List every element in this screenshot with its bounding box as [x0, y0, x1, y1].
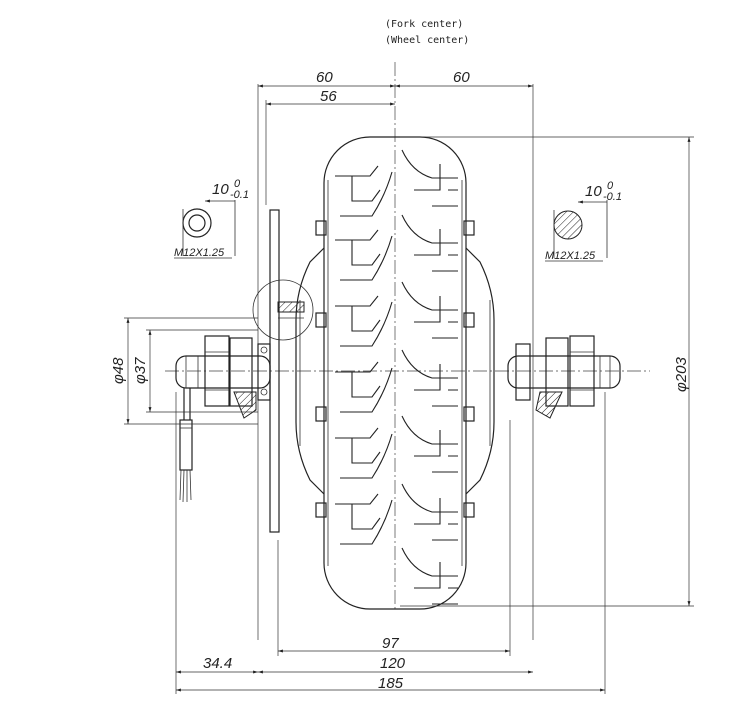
- tread-left-3: [335, 361, 381, 398]
- right-flat-10: 10: [585, 183, 602, 200]
- tread-right-0: [414, 164, 458, 207]
- wheel-center-note: (Wheel center): [385, 35, 469, 46]
- dimension-56: 56: [265, 88, 395, 205]
- left-flat-10: 10: [212, 181, 229, 198]
- bolt-r-2: [463, 406, 475, 422]
- dim-97: 97: [382, 635, 399, 652]
- tread-right-curve-1: [401, 214, 458, 244]
- bottom-dimensions: 97 34.4 120 185: [175, 392, 606, 694]
- tread-left-4: [335, 427, 381, 464]
- tread-left-curve-1: [340, 235, 393, 281]
- hub-shoulder-left: [295, 247, 325, 495]
- fork-center-note: (Fork center): [385, 19, 463, 30]
- right-axle-assembly: [507, 335, 621, 419]
- bolt-r-1: [463, 312, 475, 328]
- tread-right-curve-4: [401, 415, 458, 445]
- tread-right-4: [414, 430, 458, 473]
- dim-60-left: 60: [316, 69, 333, 86]
- dim-34-4: 34.4: [203, 655, 232, 672]
- left-thread: M12X1.25: [174, 247, 225, 259]
- tread-left-curve-4: [340, 433, 393, 479]
- dim-dia-37: φ37: [132, 357, 149, 384]
- tread-right-1: [414, 229, 458, 272]
- hub-shoulder-right: [465, 247, 495, 495]
- detail-circle: [252, 279, 314, 341]
- dim-dia-203: φ203: [673, 357, 690, 392]
- dim-dia-48: φ48: [110, 357, 127, 384]
- tread-left-0: [335, 165, 381, 202]
- tread-right-curve-3: [401, 349, 458, 379]
- bolt-l-2: [315, 406, 327, 422]
- tread-right-2: [414, 296, 458, 339]
- sidewall-bolts: [315, 220, 475, 518]
- tread-right-6: [414, 562, 458, 605]
- axle-detail-left: 10 0 -0.1 M12X1.25: [174, 178, 249, 259]
- tread-left-curve-3: [340, 367, 393, 413]
- axle-detail-right: 10 0 -0.1 M12X1.25: [545, 180, 622, 262]
- top-dimension-60-60: 60 60: [257, 69, 534, 640]
- right-thread: M12X1.25: [545, 250, 596, 262]
- right-tol-upper: 0: [607, 180, 614, 192]
- tread-right-5: [414, 498, 458, 541]
- right-tol-lower: -0.1: [603, 191, 622, 203]
- tread-right-curve-2: [401, 281, 458, 311]
- bolt-r-0: [463, 220, 475, 236]
- tread-left-5: [335, 493, 381, 530]
- left-axle-assembly: [175, 335, 271, 503]
- dim-185: 185: [378, 675, 404, 692]
- dim-60-right: 60: [453, 69, 470, 86]
- detail-section-hatch: [277, 301, 305, 313]
- tread-left-2: [335, 295, 381, 332]
- bolt-l-0: [315, 220, 327, 236]
- tire-outline: [323, 136, 467, 610]
- left-tol-upper: 0: [234, 178, 241, 190]
- tread-left-1: [335, 229, 381, 266]
- diameter-dim-203: φ203: [400, 136, 694, 607]
- dim-120: 120: [380, 655, 406, 672]
- bolt-l-3: [315, 502, 327, 518]
- left-tol-lower: -0.1: [230, 189, 249, 201]
- bolt-l-1: [315, 312, 327, 328]
- diameter-dims-left: φ48 φ37: [110, 317, 258, 425]
- tire-tread-pattern: [335, 149, 458, 605]
- tread-left-curve-5: [340, 499, 393, 545]
- tread-right-curve-0: [401, 149, 458, 179]
- tread-right-curve-6: [401, 547, 458, 577]
- tread-left-curve-0: [340, 171, 393, 217]
- tread-right-curve-5: [401, 483, 458, 513]
- dim-56: 56: [320, 88, 337, 105]
- tread-right-3: [414, 364, 458, 407]
- tread-left-curve-2: [340, 301, 393, 347]
- bolt-r-3: [463, 502, 475, 518]
